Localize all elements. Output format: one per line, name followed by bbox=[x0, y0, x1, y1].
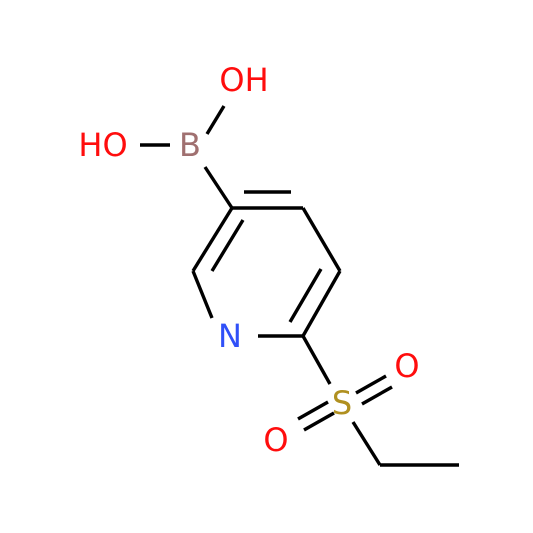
bond-c6-c5-double bbox=[210, 219, 245, 272]
bond-s-o-right-b bbox=[361, 385, 393, 406]
atom-nitrogen: N bbox=[218, 317, 242, 355]
bond-s-o-left-a bbox=[297, 400, 329, 421]
bond-n-c6 bbox=[191, 270, 214, 319]
bond-layer bbox=[140, 105, 459, 467]
atom-sulfur: S bbox=[332, 384, 352, 422]
bond-s-o-left-b bbox=[303, 411, 335, 432]
atom-label-layer: OH HO B N S O O bbox=[78, 61, 419, 459]
atom-oxygen-right: O bbox=[394, 347, 419, 385]
bond-s-ch2 bbox=[351, 421, 382, 466]
bond-b-c5 bbox=[203, 166, 234, 209]
bond-c4-c3 bbox=[301, 207, 342, 272]
bond-c2-s bbox=[301, 335, 332, 385]
bond-c6-c5 bbox=[191, 207, 234, 272]
bond-c3-c2 bbox=[301, 270, 342, 337]
atom-oxygen-left: O bbox=[263, 421, 288, 459]
bond-b-oh-top bbox=[205, 105, 226, 135]
atom-boron: B bbox=[179, 126, 201, 164]
atom-oh-top: OH bbox=[219, 61, 268, 99]
bond-c3-c2-double bbox=[288, 268, 323, 323]
bond-s-o-right-a bbox=[355, 374, 387, 395]
atom-ho-left: HO bbox=[78, 126, 127, 164]
